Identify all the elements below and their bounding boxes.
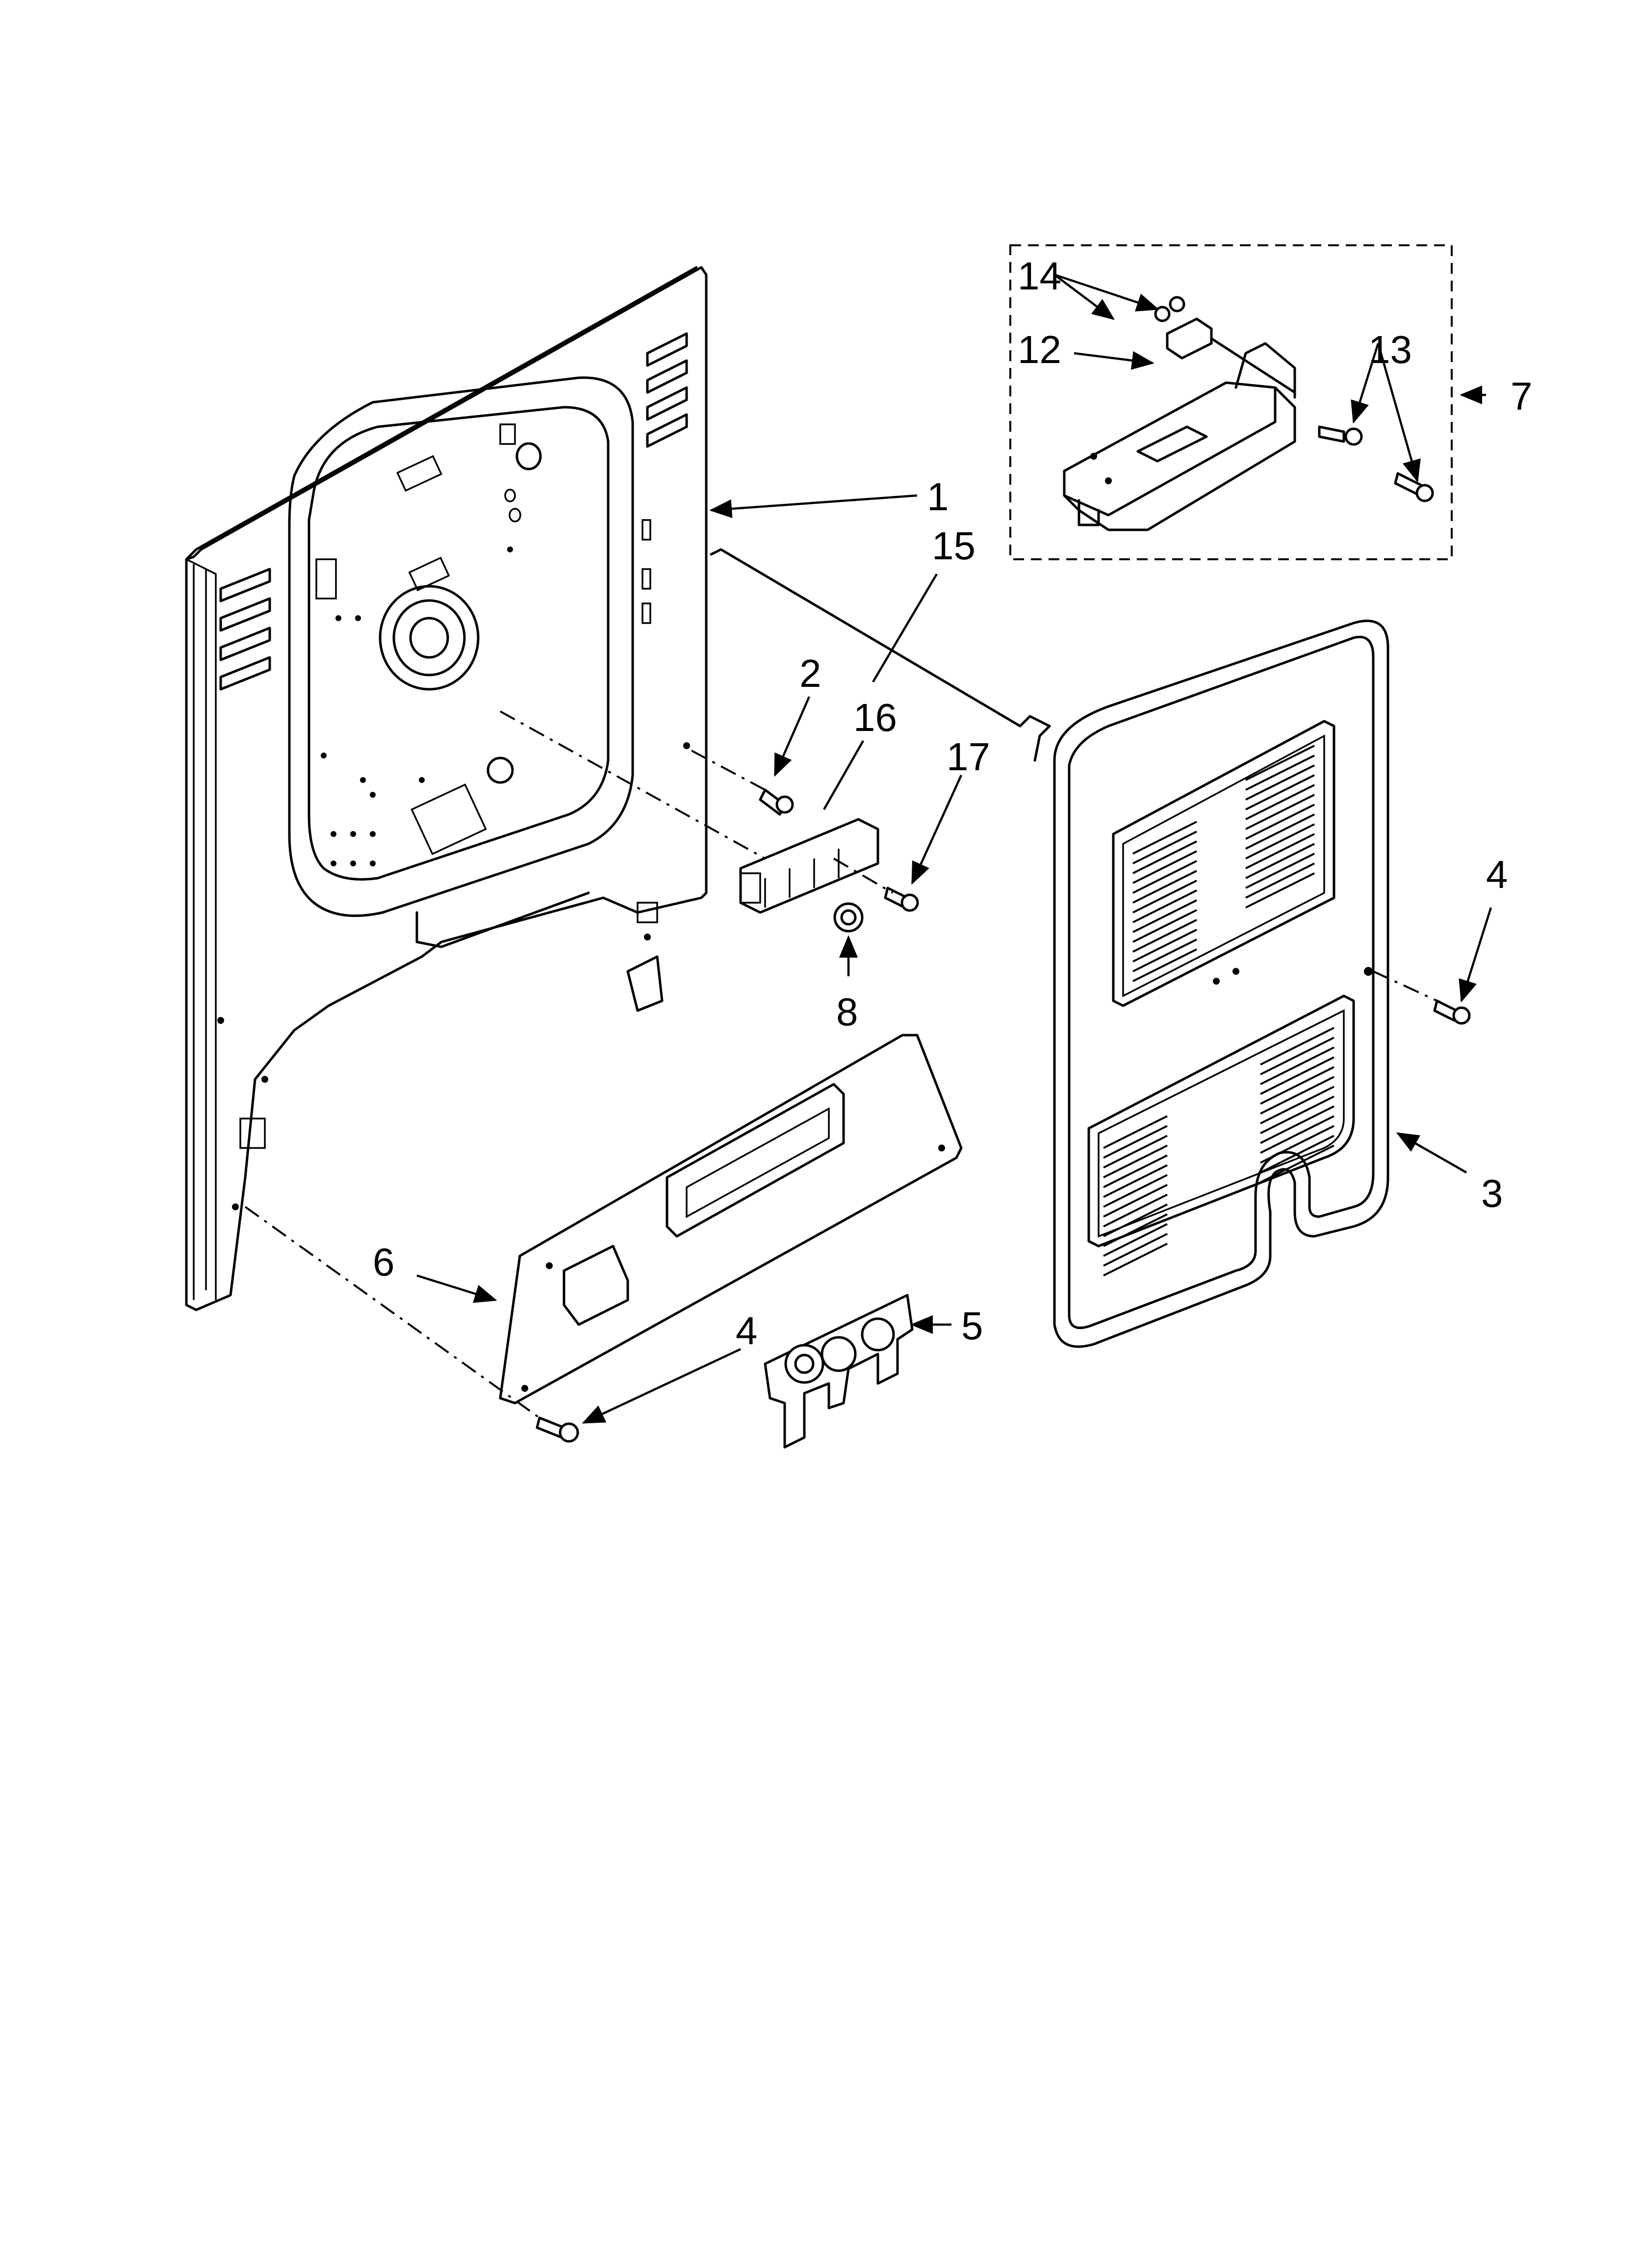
louver-line	[1245, 755, 1315, 791]
louver-line	[1245, 843, 1315, 879]
louver-line	[1103, 1184, 1168, 1218]
vent-louvers	[1103, 745, 1334, 1277]
louver-line	[1260, 1105, 1334, 1144]
louver-line	[1245, 853, 1315, 889]
louver-line	[1260, 1066, 1334, 1105]
leader-lines	[416, 273, 1492, 1424]
panel-vents-left	[219, 568, 271, 691]
callout-17: 17	[947, 735, 990, 779]
louver-line	[1103, 1145, 1168, 1178]
panel-holes	[321, 547, 513, 866]
callout-13: 13	[1368, 328, 1412, 371]
callout-2: 2	[799, 652, 821, 695]
louver-line	[1260, 1037, 1334, 1075]
louver-line	[1132, 870, 1197, 904]
louver-line	[1103, 1154, 1168, 1188]
louver-line	[1132, 889, 1197, 923]
bracket	[764, 1294, 914, 1449]
louver-line	[1103, 1115, 1168, 1149]
louver-line	[1260, 1046, 1334, 1085]
louver-line	[1260, 1027, 1334, 1066]
louver-line	[1260, 1086, 1334, 1124]
louver-line	[1132, 909, 1197, 943]
louver-line	[1260, 1056, 1334, 1095]
callout-14: 14	[1018, 254, 1061, 298]
louver-line	[1260, 1095, 1334, 1134]
louver-line	[1132, 850, 1197, 884]
louver-line	[1132, 929, 1197, 963]
igniter-assembly	[1009, 244, 1453, 560]
callout-7: 7	[1511, 374, 1533, 418]
louver-line	[1103, 1213, 1168, 1247]
terminal-block	[739, 818, 879, 914]
louver-line	[1245, 794, 1315, 830]
louver-line	[1103, 1125, 1168, 1159]
louver-line	[1103, 1174, 1168, 1208]
callout-labels: 1 15 2 16 17 8 4 3 5 6 4 14 12 13 7	[373, 254, 1533, 1353]
louver-line	[1103, 1203, 1168, 1237]
louver-line	[1245, 804, 1315, 840]
wire-rod	[710, 548, 1051, 762]
louver-line	[1132, 938, 1197, 972]
callout-12: 12	[1018, 328, 1061, 371]
louver-line	[1260, 1145, 1334, 1183]
louver-line	[1132, 840, 1197, 874]
screw-2	[759, 788, 794, 816]
panel-vents-right	[646, 332, 688, 448]
louver-line	[1260, 1076, 1334, 1115]
callout-8: 8	[836, 990, 858, 1034]
oven-back-panel	[1053, 620, 1389, 1348]
louver-line	[1245, 813, 1315, 850]
access-panel	[499, 1034, 963, 1405]
louver-line	[1245, 872, 1315, 909]
louver-line	[1132, 899, 1197, 933]
callout-4-bottom: 4	[736, 1309, 758, 1353]
louver-line	[1260, 1125, 1334, 1164]
louver-line	[1103, 1233, 1168, 1267]
callout-16: 16	[853, 696, 897, 739]
louver-line	[1132, 880, 1197, 913]
screw-17	[884, 886, 919, 912]
louver-line	[1132, 831, 1197, 864]
louver-line	[1103, 1194, 1168, 1227]
louver-line	[1132, 860, 1197, 894]
louver-line	[1245, 784, 1315, 820]
louver-line	[1245, 823, 1315, 860]
louver-line	[1245, 745, 1315, 781]
rear-panel	[185, 266, 708, 1311]
assembly-centerlines	[244, 710, 1437, 1419]
screw-4-bottom	[536, 1416, 579, 1443]
louver-line	[1245, 764, 1315, 801]
callout-4-right: 4	[1486, 853, 1508, 896]
callout-6: 6	[373, 1240, 395, 1284]
louver-line	[1245, 862, 1315, 899]
louver-line	[1245, 833, 1315, 869]
callout-15: 15	[932, 524, 975, 568]
louver-line	[1260, 1115, 1334, 1154]
louver-line	[1245, 774, 1315, 810]
callout-1: 1	[927, 475, 949, 519]
louver-line	[1103, 1135, 1168, 1169]
screw-4-right	[1433, 999, 1471, 1025]
louver-line	[1103, 1164, 1168, 1198]
callout-3: 3	[1481, 1172, 1503, 1215]
louver-line	[1132, 821, 1197, 855]
louver-line	[1132, 948, 1197, 982]
louver-line	[1103, 1243, 1168, 1277]
louver-line	[1260, 1135, 1334, 1173]
louver-line	[1132, 919, 1197, 953]
hex-nut	[833, 902, 864, 933]
louver-line	[1103, 1223, 1168, 1257]
callout-5: 5	[961, 1304, 983, 1348]
